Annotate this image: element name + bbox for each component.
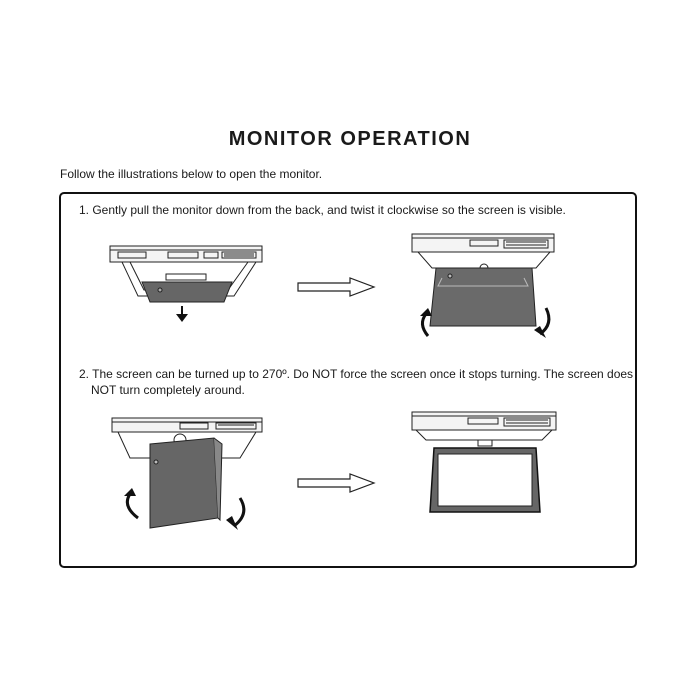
page-title: MONITOR OPERATION (228, 128, 472, 150)
right-arrow-icon (297, 277, 376, 297)
right-arrow-icon (297, 473, 376, 493)
step-1-text: 1. Gently pull the monitor down from the… (79, 203, 566, 217)
intro-text: Follow the illustrations below to open t… (60, 167, 323, 181)
figure-monitor-closed (109, 245, 263, 322)
instructions-panel: 1. Gently pull the monitor down from the… (59, 192, 637, 568)
down-arrow-icon (176, 306, 188, 322)
step-2-text: 2. The screen can be turned up to 270º. … (79, 367, 634, 397)
figure-screen-turning (111, 417, 263, 530)
rotate-arrow-icon (125, 493, 246, 528)
figure-monitor-twist (411, 233, 555, 338)
rotate-arrow-icon (421, 313, 430, 337)
figure-screen-open (411, 411, 557, 513)
